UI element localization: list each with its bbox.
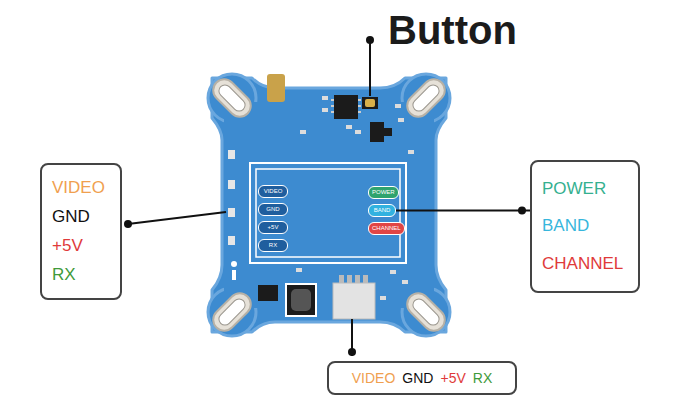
signal-name: +5V <box>52 236 110 256</box>
pin-label: POWER <box>372 188 395 197</box>
pin-label: RX <box>262 241 284 250</box>
callout-box: VIDEO GND +5V RX <box>327 361 517 395</box>
pin-label: BAND <box>372 206 392 215</box>
signal-name: POWER <box>542 179 628 199</box>
silk-pill: VIDEO <box>258 185 288 198</box>
signal-name: GND <box>402 370 433 386</box>
silk-pill: CHANNEL <box>368 222 405 235</box>
signal-name: RX <box>473 370 492 386</box>
silk-pill: POWER <box>368 186 399 199</box>
signal-name: BAND <box>542 216 628 236</box>
signal-name: GND <box>52 207 110 227</box>
callout-box: POWER BAND CHANNEL <box>530 160 640 293</box>
silk-pill: RX <box>258 239 288 252</box>
leader-line <box>396 207 530 215</box>
pin-label: GND <box>262 205 284 214</box>
signal-name: CHANNEL <box>542 254 628 274</box>
signal-name: RX <box>52 265 110 285</box>
signal-name: +5V <box>440 370 465 386</box>
pin-label: VIDEO <box>262 187 284 196</box>
pin-label: CHANNEL <box>372 224 401 233</box>
signal-name: VIDEO <box>352 370 396 386</box>
signal-name: VIDEO <box>52 178 110 198</box>
pcb-board <box>212 78 446 332</box>
silk-pill: +5V <box>258 221 288 234</box>
callout-box: VIDEO GND +5V RX <box>40 163 122 300</box>
pin-label: +5V <box>262 223 284 232</box>
part-name: Button <box>388 8 517 53</box>
silk-pill: GND <box>258 203 288 216</box>
silk-pill: BAND <box>368 204 396 217</box>
